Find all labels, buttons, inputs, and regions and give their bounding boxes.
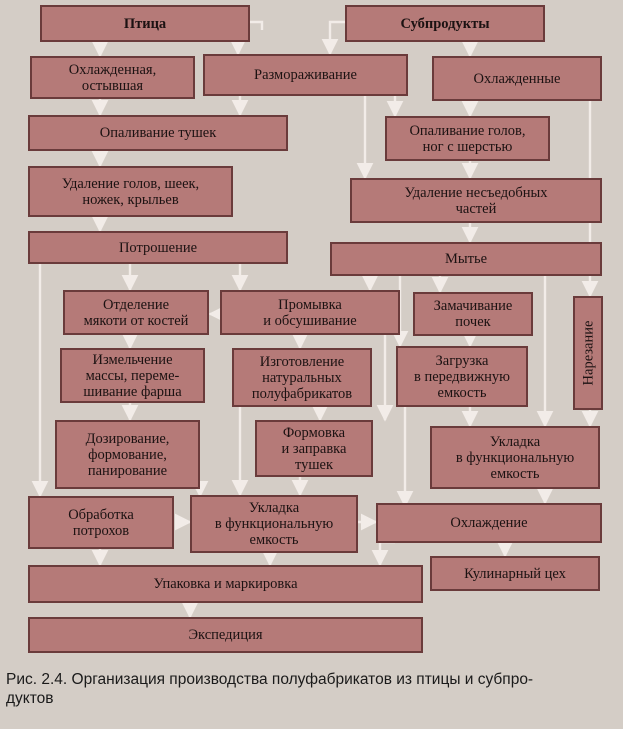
node-izgotovlenie-label: Изготовление натуральных полуфабрикатов	[251, 353, 353, 402]
node-obrabotka: Обработка потрохов	[28, 496, 174, 549]
node-opalivanie-tushek-label: Опаливание тушек	[99, 125, 217, 141]
node-otdelenie-label: Отделение мякоти от костей	[83, 296, 189, 329]
node-kulinarny: Кулинарный цех	[430, 556, 600, 591]
node-obrabotka-label: Обработка потрохов	[68, 506, 134, 539]
node-mytye: Мытье	[330, 242, 602, 276]
node-dozirovanie-label: Дозирование, формование, панирование	[85, 430, 170, 479]
node-formovka: Формовка и заправка тушек	[255, 420, 373, 477]
node-zagruzka: Загрузка в передвижную емкость	[396, 346, 528, 407]
node-razmorazhivanie-label: Размораживание	[254, 67, 357, 83]
node-upakovka-label: Упаковка и маркировка	[153, 576, 298, 592]
node-ukladka-right-label: Укладка в функциональную емкость	[455, 433, 575, 482]
node-udalenie-golov-label: Удаление голов, шеек, ножек, крыльев	[61, 175, 200, 208]
node-ptitsa: Птица	[40, 5, 250, 42]
node-narezanie: Нарезание	[573, 296, 603, 410]
node-subprodukty: Субпродукты	[345, 5, 545, 42]
node-upakovka: Упаковка и маркировка	[28, 565, 423, 603]
node-okhlazhdennye-label: Охлажденные	[473, 70, 561, 87]
node-ukladka-center-label: Укладка в функциональную емкость	[214, 500, 334, 548]
node-izgotovlenie: Изготовление натуральных полуфабрикатов	[232, 348, 372, 407]
node-izmelchenie-label: Измельчение массы, переме- шивание фарша	[83, 351, 182, 400]
node-mytye-label: Мытье	[444, 251, 488, 267]
node-zagruzka-label: Загрузка в передвижную емкость	[413, 352, 510, 401]
node-dozirovanie: Дозирование, формование, панирование	[55, 420, 200, 489]
node-zamachivanie: Замачивание почек	[413, 292, 533, 336]
node-okhlazhdenie: Охлаждение	[376, 503, 602, 543]
node-udalenie-golov: Удаление голов, шеек, ножек, крыльев	[28, 166, 233, 217]
node-otdelenie: Отделение мякоти от костей	[63, 290, 209, 335]
node-okhlazhdenie-label: Охлаждение	[450, 515, 528, 531]
node-promyvka-label: Промывка и обсушивание	[263, 296, 357, 329]
node-ptitsa-label: Птица	[123, 15, 167, 32]
node-ukladka-right: Укладка в функциональную емкость	[430, 426, 600, 489]
node-opalivanie-golov: Опаливание голов, ног с шерстью	[385, 116, 550, 161]
node-potroshenie: Потрошение	[28, 231, 288, 264]
node-kulinarny-label: Кулинарный цех	[464, 565, 566, 582]
node-okhlazhdennaya: Охлажденная, остывшая	[30, 56, 195, 99]
node-formovka-label: Формовка и заправка тушек	[281, 424, 347, 473]
node-promyvka: Промывка и обсушивание	[220, 290, 400, 335]
node-potroshenie-label: Потрошение	[118, 239, 198, 256]
node-ekspeditsiya: Экспедиция	[28, 617, 423, 653]
node-okhlazhdennaya-label: Охлажденная, остывшая	[68, 61, 157, 94]
node-opalivanie-golov-label: Опаливание голов, ног с шерстью	[409, 122, 526, 155]
node-narezanie-label: Нарезание	[580, 320, 597, 386]
node-okhlazhdennye: Охлажденные	[432, 56, 602, 101]
node-razmorazhivanie: Размораживание	[203, 54, 408, 96]
node-ekspeditsiya-label: Экспедиция	[188, 627, 263, 643]
node-subprodukty-label: Субпродукты	[400, 15, 490, 32]
node-opalivanie-tushek: Опаливание тушек	[28, 115, 288, 151]
node-udalenie-nesedobnykh-label: Удаление несъедобных частей	[404, 184, 548, 217]
node-zamachivanie-label: Замачивание почек	[433, 298, 513, 330]
figure-caption: Рис. 2.4. Организация производства полуф…	[6, 671, 534, 707]
node-udalenie-nesedobnykh: Удаление несъедобных частей	[350, 178, 602, 223]
node-ukladka-center: Укладка в функциональную емкость	[190, 495, 358, 553]
node-izmelchenie: Измельчение массы, переме- шивание фарша	[60, 348, 205, 403]
